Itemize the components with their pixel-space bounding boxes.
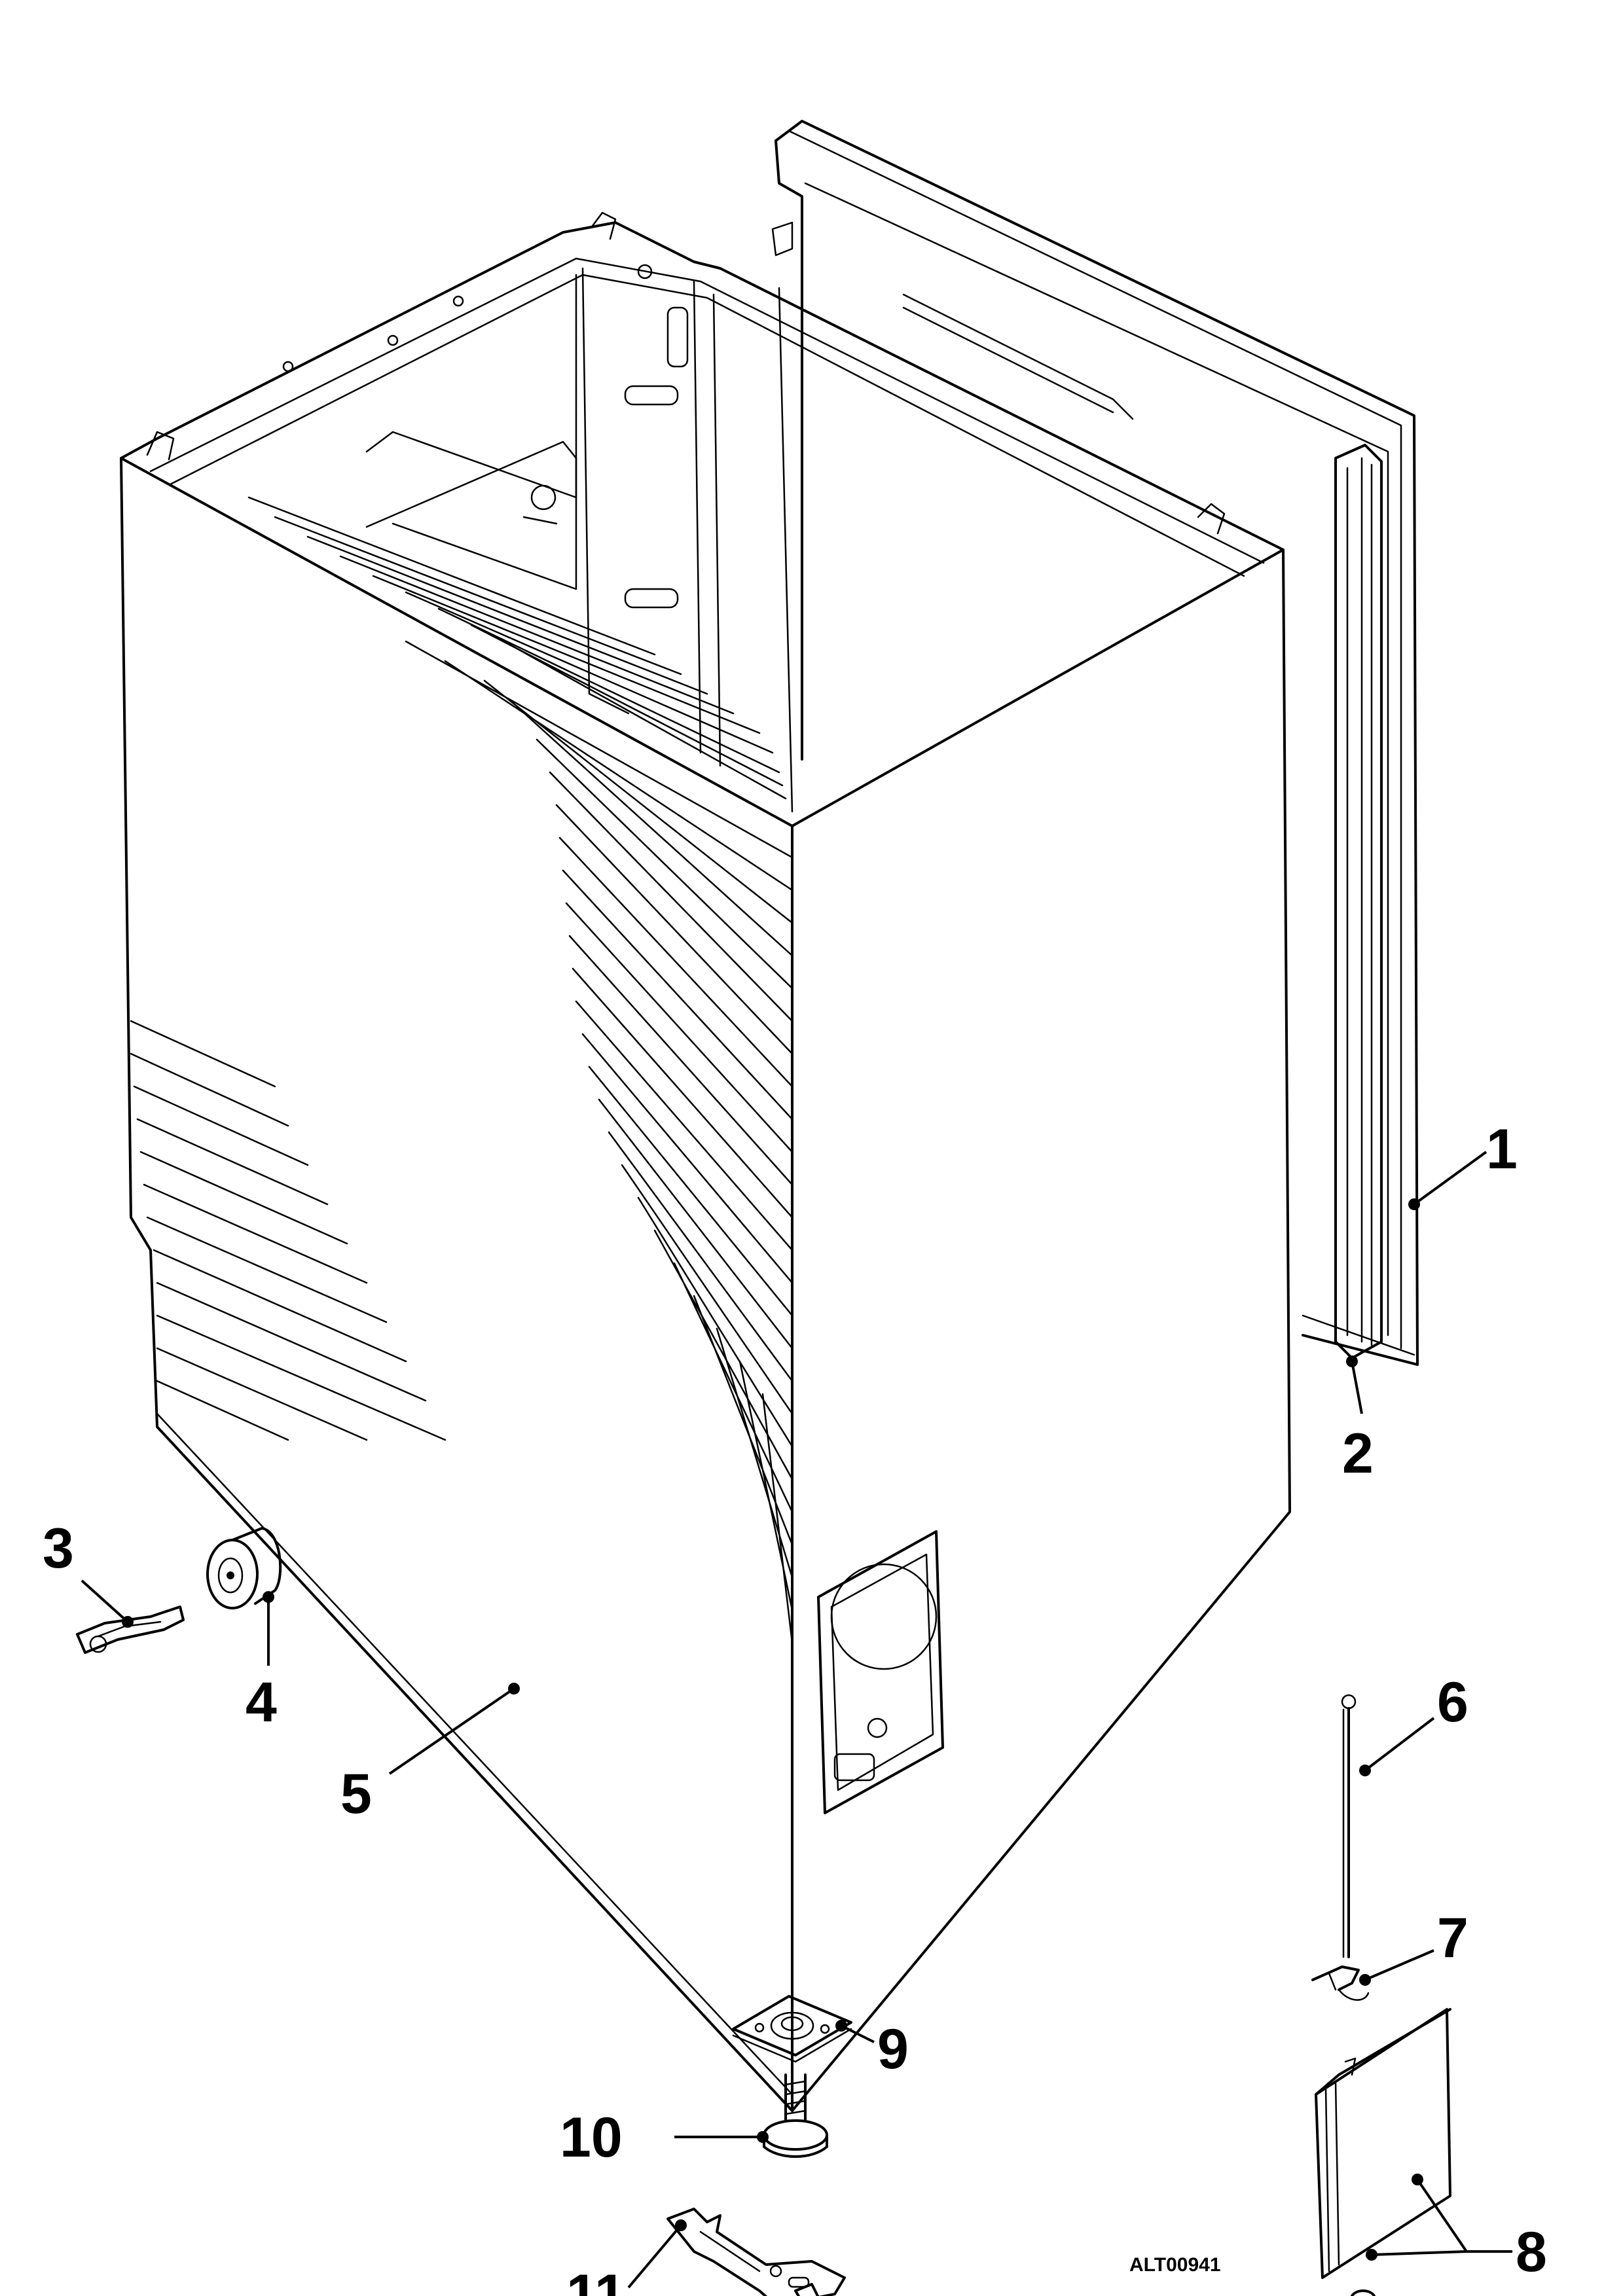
callout-leaders	[81, 1151, 1512, 2289]
callout-5: 5	[340, 1763, 372, 1825]
bumper	[206, 1527, 282, 1609]
cabinet	[120, 211, 1291, 2112]
callout-6: 6	[1437, 1671, 1468, 1734]
clip	[76, 1605, 185, 1654]
callout-10: 10	[560, 2106, 623, 2169]
callout-3: 3	[43, 1517, 74, 1580]
leg-plate	[732, 1995, 852, 2063]
spring-clip	[1311, 1965, 1370, 2001]
panel-trim	[1334, 444, 1383, 1359]
wrench	[666, 2208, 846, 2296]
callout-2: 2	[1342, 1422, 1374, 1485]
leveling-leg	[763, 2073, 828, 2158]
front-face-shading	[130, 640, 792, 1644]
rod	[1341, 1694, 1357, 1958]
callout-8: 8	[1516, 2221, 1547, 2284]
callout-1: 1	[1486, 1118, 1518, 1181]
callout-9: 9	[877, 2018, 909, 2081]
callout-11: 11	[566, 2263, 626, 2296]
callout-4: 4	[246, 1671, 277, 1734]
access-panel	[1315, 2008, 1451, 2296]
callout-labels: 1 2 3 4 5 6 7 8 9 10 11	[43, 1118, 1547, 2296]
figure-code: ALT00941	[1129, 2254, 1221, 2276]
callout-7: 7	[1437, 1907, 1468, 1969]
rear-panel	[771, 120, 1419, 1366]
